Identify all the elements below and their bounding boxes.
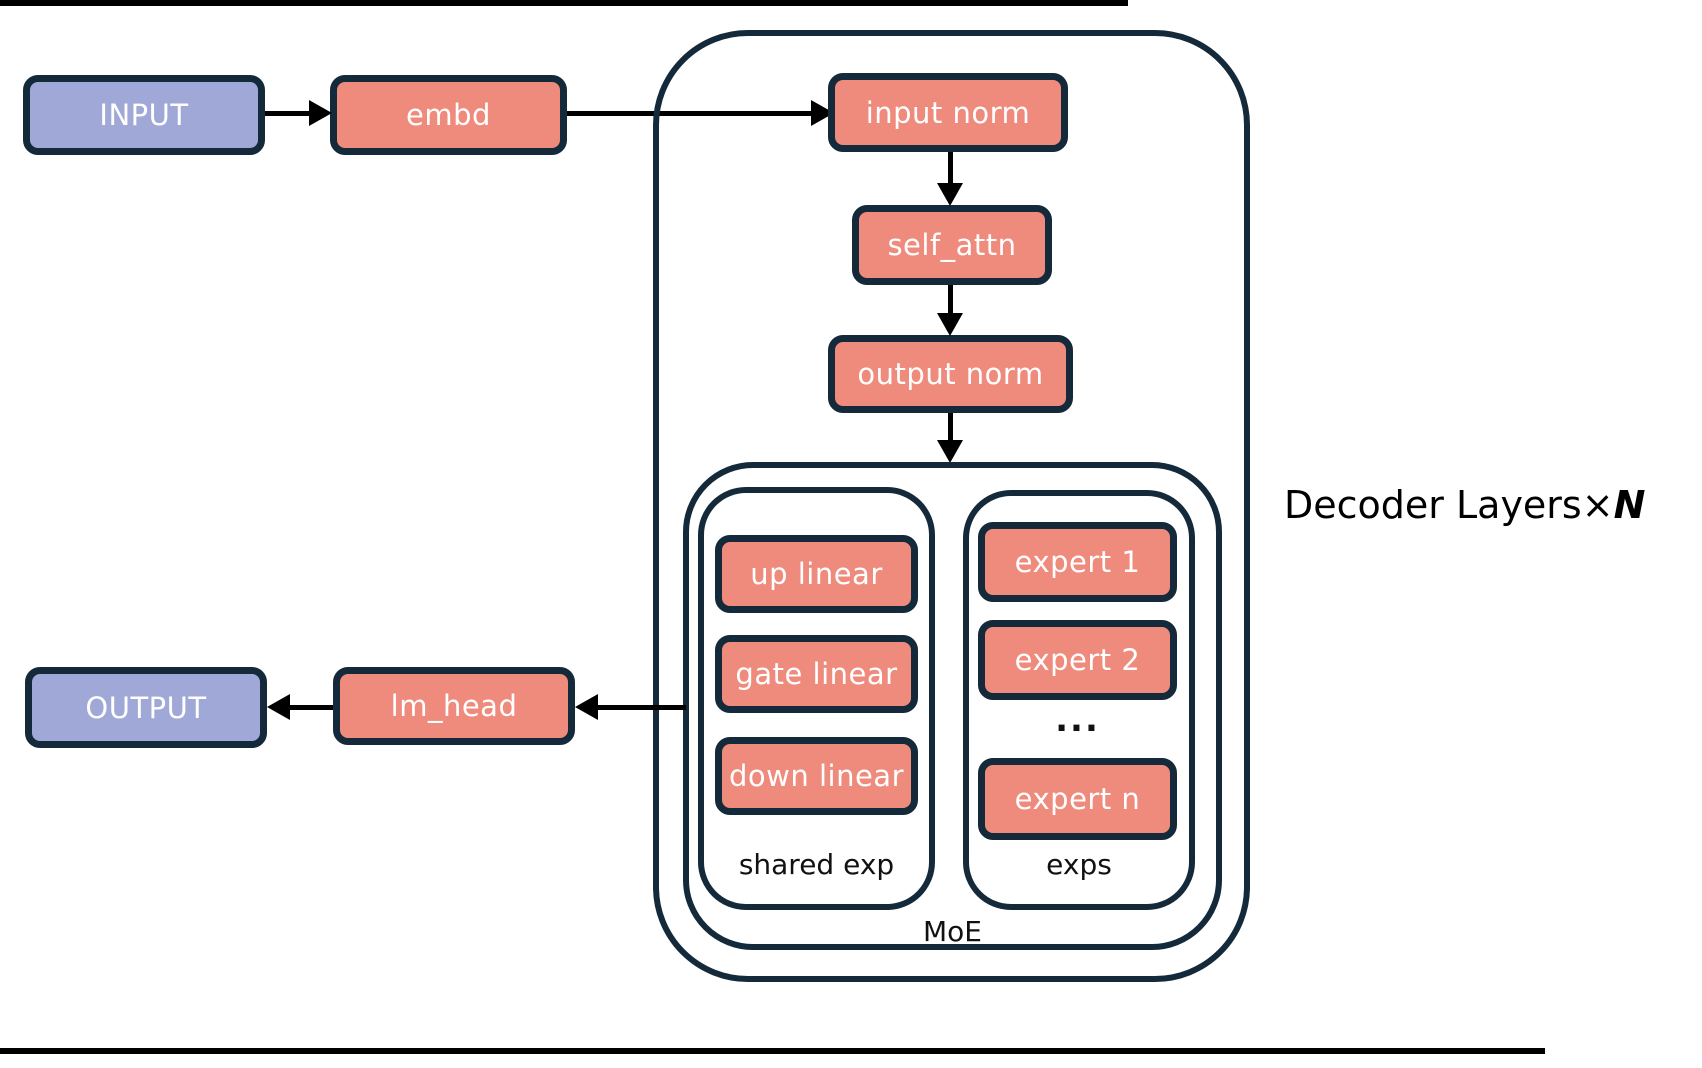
decoder-n-symbol: N [1613,483,1646,527]
shared-exp-container [698,487,935,910]
output-node: OUTPUT [25,667,267,748]
moe-container [683,462,1222,950]
expert-2-node: expert 2 [978,620,1177,700]
exps-container [963,490,1195,910]
shared-exp-label: shared exp [738,848,895,881]
exps-label: exps [1046,848,1112,881]
decoder-layers-container [653,30,1250,982]
input-node: INPUT [23,75,265,155]
experts-ellipsis: ... [1055,700,1100,740]
decoder-layers-label: Decoder Layers [1284,483,1582,527]
moe-label: MoE [923,915,982,948]
embd-node: embd [330,75,567,155]
expert-1-node: expert 1 [978,522,1177,602]
times-symbol: × [1581,483,1614,527]
lm-head-node: lm_head [333,667,575,745]
top-edge-line [0,0,1128,6]
decoder-layers-title: Decoder Layers×N [1284,483,1645,527]
bottom-edge-line [0,1048,1545,1054]
output-norm-node: output norm [828,335,1073,413]
down-linear-node: down linear [715,737,918,815]
input-norm-node: input norm [828,73,1068,152]
gate-linear-node: gate linear [715,635,918,713]
up-linear-node: up linear [715,535,918,613]
expert-n-node: expert n [978,758,1177,840]
self-attn-node: self_attn [852,205,1052,285]
